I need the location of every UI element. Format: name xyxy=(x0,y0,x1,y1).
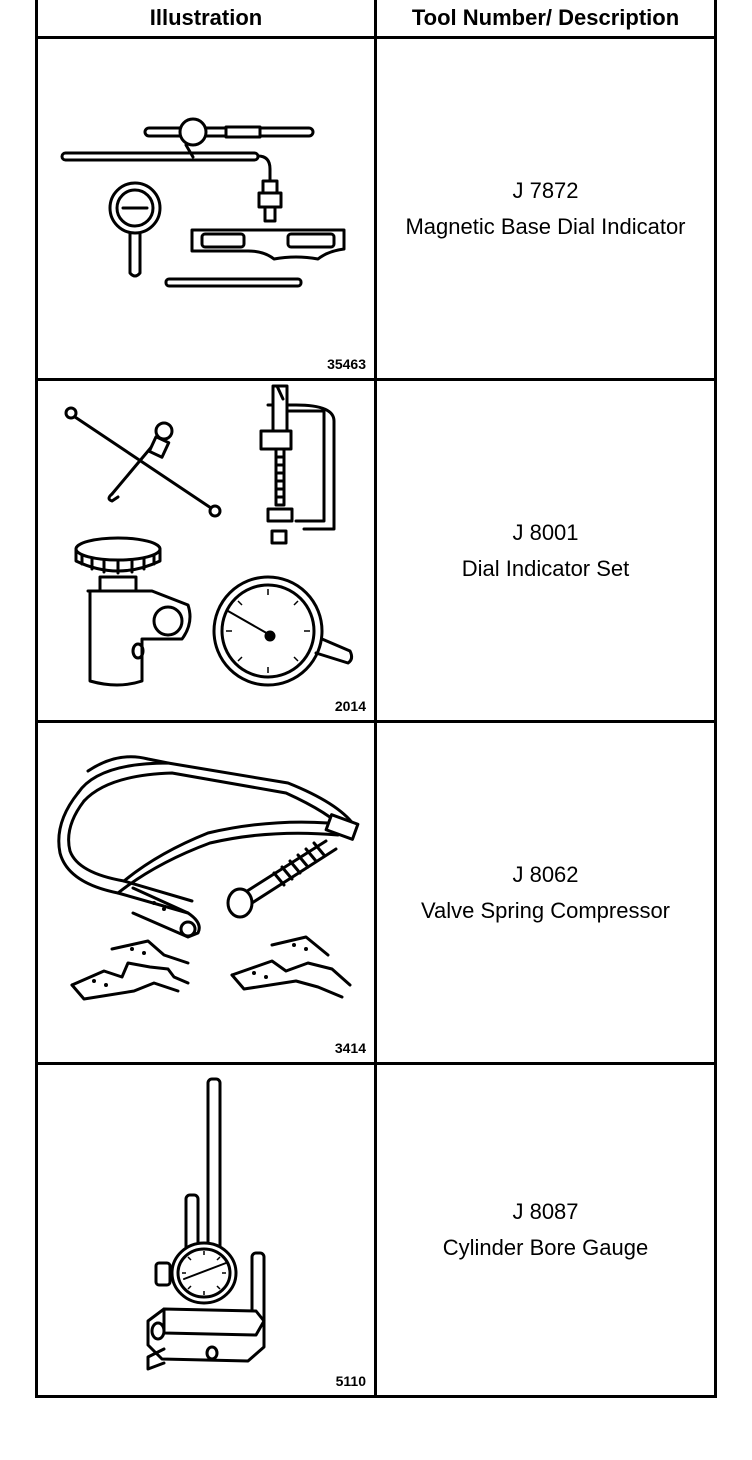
figure-number: 5110 xyxy=(335,1373,366,1389)
illustration-cell: 35463 xyxy=(38,39,374,378)
dial-indicator-set-illustration xyxy=(64,384,354,687)
column-divider xyxy=(374,0,377,1395)
illustration-cell: 2014 xyxy=(38,381,374,720)
description-cell: J 7872 Magnetic Base Dial Indicator xyxy=(377,39,714,378)
description-cell: J 8001 Dial Indicator Set xyxy=(377,381,714,720)
table-row: 5110 J 8087 Cylinder Bore Gauge xyxy=(38,1065,714,1395)
tool-number: J 8087 xyxy=(512,1199,579,1224)
magnetic-base-dial-indicator-illustration xyxy=(60,117,346,288)
description-cell: J 8087 Cylinder Bore Gauge xyxy=(377,1065,714,1395)
description-cell: J 8062 Valve Spring Compressor xyxy=(377,723,714,1062)
table-row: 3414 J 8062 Valve Spring Compressor xyxy=(38,723,714,1065)
figure-number: 3414 xyxy=(334,1040,366,1056)
tool-number: J 8062 xyxy=(512,861,579,887)
tool-description: Magnetic Base Dial Indicator xyxy=(405,213,686,239)
valve-spring-compressor-illustration xyxy=(57,755,360,1001)
table-row: 2014 J 8001 Dial Indicator Set xyxy=(38,381,714,723)
illustration-cell: 3414 xyxy=(38,723,374,1062)
tool-description: Dial Indicator Set xyxy=(461,555,630,581)
figure-number: 35463 xyxy=(327,356,366,372)
tool-description: Valve Spring Compressor xyxy=(420,897,671,923)
tool-table: Illustration Tool Number/ Description xyxy=(35,0,717,1398)
tool-number: J 8001 xyxy=(512,519,579,545)
header-tool-description: Tool Number/ Description xyxy=(411,4,680,30)
table-row: 35463 J 7872 Magnetic Base Dial Indicato… xyxy=(38,39,714,381)
figure-number: 2014 xyxy=(334,698,366,714)
illustration-cell: 5110 xyxy=(38,1065,374,1395)
tool-number: J 7872 xyxy=(512,177,579,203)
cylinder-bore-gauge-illustration xyxy=(146,1077,266,1371)
header-illustration: Illustration xyxy=(149,4,263,30)
tool-description: Cylinder Bore Gauge xyxy=(442,1235,649,1260)
